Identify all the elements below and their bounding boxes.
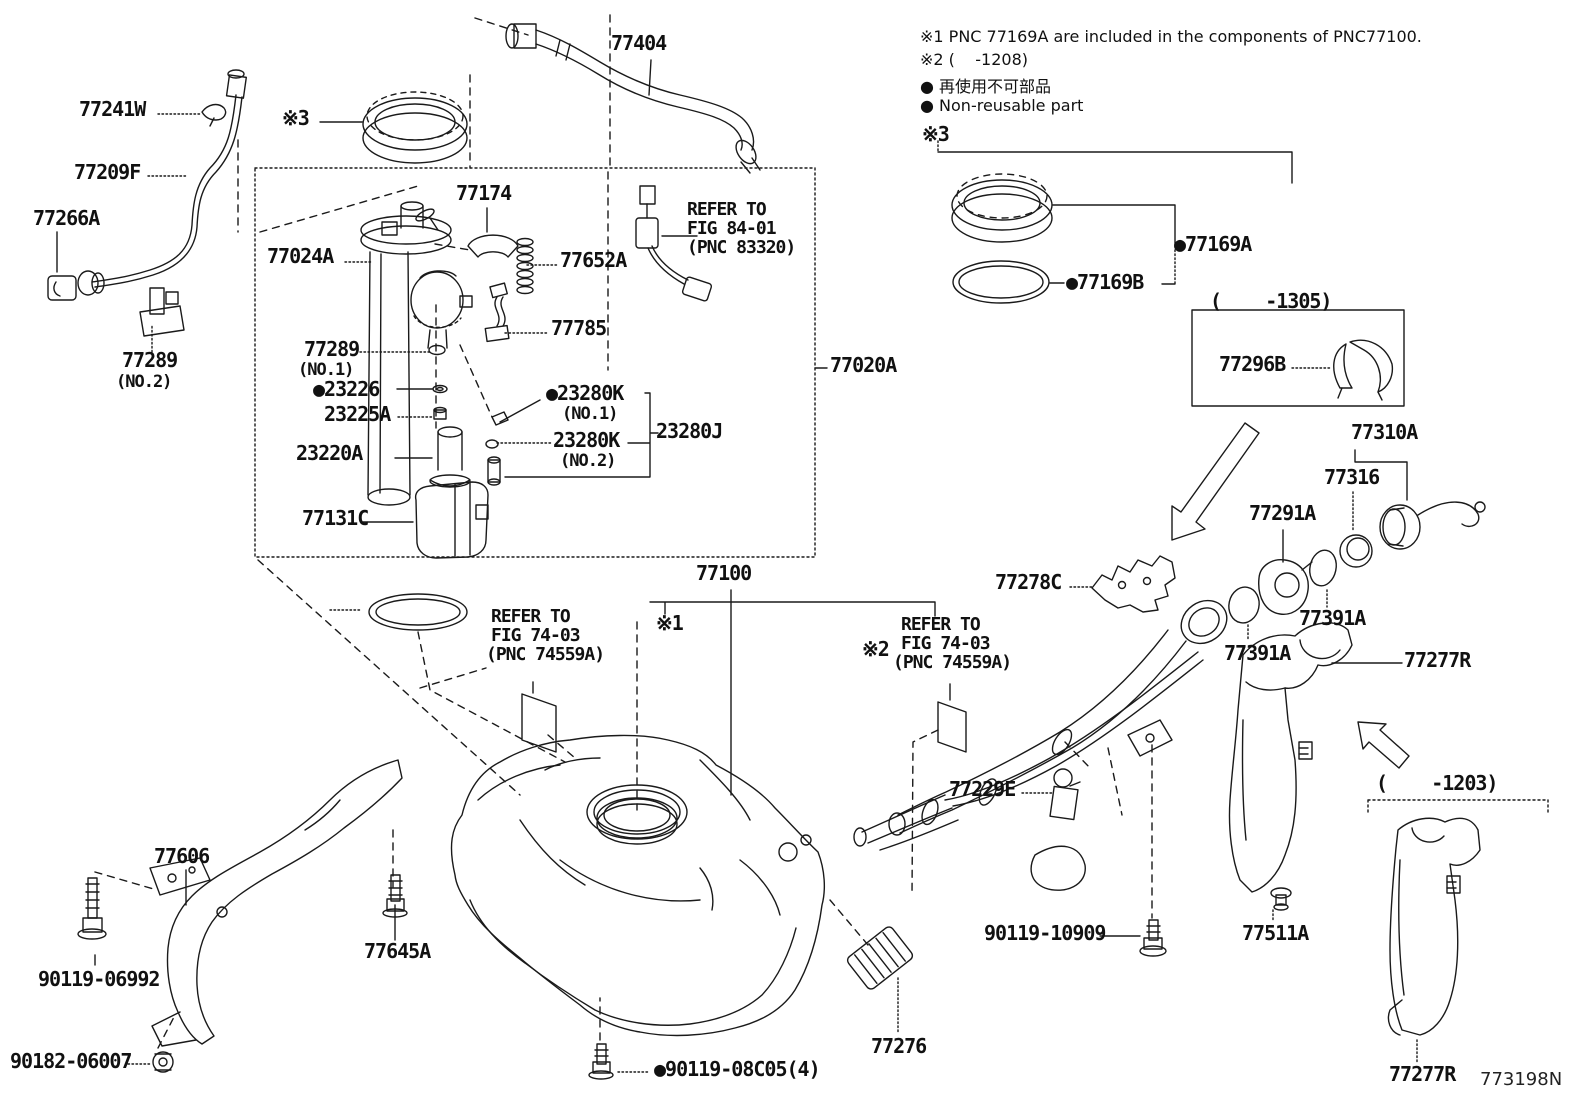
part-label-77229E: 77229E xyxy=(949,777,1016,801)
part-label-23220A: 23220A xyxy=(296,441,363,465)
filler-pipe-assembly xyxy=(853,501,1486,891)
diagram-id: 773198N xyxy=(1480,1069,1563,1090)
ref-fig7403a-line2: FIG 74-03 xyxy=(491,625,581,646)
note-non-reusable-en: ● Non-reusable part xyxy=(920,96,1084,115)
symbol-2: ※2 xyxy=(862,637,890,661)
part-label-77209F: 77209F xyxy=(74,160,141,184)
part-label-77645A: 77645A xyxy=(364,939,431,963)
part-label-77785: 77785 xyxy=(551,316,607,340)
fuel-sender-unit xyxy=(635,185,713,302)
part-label-77289-no2: 77289 xyxy=(122,348,178,372)
lock-ring-right xyxy=(951,173,1053,304)
part-label-77316: 77316 xyxy=(1324,465,1380,489)
fuel-pump-module xyxy=(360,185,713,559)
ref-fig7403b-line3: (PNC 74559A) xyxy=(893,652,1012,673)
part-label-77310A: 77310A xyxy=(1351,420,1418,444)
note-1: ※1 PNC 77169A are included in the compon… xyxy=(920,27,1422,46)
wire-77785 xyxy=(484,282,510,343)
small-parts-column xyxy=(414,344,509,559)
clip-77229E xyxy=(1049,768,1081,821)
heat-shield-upper xyxy=(1228,622,1353,911)
ref-fig8401-line1: REFER TO xyxy=(687,199,767,220)
part-label-77277R-2: 77277R xyxy=(1389,1062,1456,1086)
part-sub-23280K-no2: (NO.2) xyxy=(560,451,616,471)
tube-77404 xyxy=(505,23,761,174)
part-label-90119-10909: 90119-10909 xyxy=(984,921,1106,945)
part-label-77024A: 77024A xyxy=(267,244,334,268)
part-label-77174: 77174 xyxy=(456,181,512,205)
part-label-77391A-1: 77391A xyxy=(1299,606,1366,630)
ref-fig7403b-line2: FIG 74-03 xyxy=(901,633,991,654)
construction-lines xyxy=(94,14,1153,1049)
tank-band-77606 xyxy=(149,759,403,1047)
part-label-77266A: 77266A xyxy=(33,206,100,230)
clamp-77296B xyxy=(1333,339,1394,401)
ref-fig8401-line3: (PNC 83320) xyxy=(687,237,796,258)
part-label-77404: 77404 xyxy=(611,31,667,55)
direction-arrows xyxy=(1171,422,1410,769)
part-label-90119-06992: 90119-06992 xyxy=(38,967,160,991)
part-label-77169A: ●77169A xyxy=(1174,232,1252,256)
lock-ring-top xyxy=(362,91,468,164)
gasket-ring-left xyxy=(368,593,468,631)
ref-fig7403a-line1: REFER TO xyxy=(491,606,571,627)
spring-77652A xyxy=(516,237,534,295)
part-label-23280J: 23280J xyxy=(656,419,723,443)
symbol-3-right: ※3 xyxy=(922,122,950,146)
band-fasteners xyxy=(77,874,408,1073)
range-1305: ( -1305) xyxy=(1210,289,1332,313)
part-label-23225A: 23225A xyxy=(324,402,391,426)
part-label-77606: 77606 xyxy=(154,844,210,868)
ref-fig8401-line2: FIG 84-01 xyxy=(687,218,777,239)
part-sub-23280K-no1: (NO.1) xyxy=(562,404,618,424)
symbol-1: ※1 xyxy=(656,611,684,635)
part-label-77652A: 77652A xyxy=(560,248,627,272)
symbol-3-top: ※3 xyxy=(282,106,310,130)
group-boxes xyxy=(254,167,1549,813)
part-label-77100: 77100 xyxy=(696,561,752,585)
part-label-77278C: 77278C xyxy=(995,570,1062,594)
part-label-77276: 77276 xyxy=(871,1034,927,1058)
part-label-77291A: 77291A xyxy=(1249,501,1316,525)
harness-77209F xyxy=(47,69,248,337)
part-label-77391A-2: 77391A xyxy=(1224,641,1291,665)
part-label-77169B: ●77169B xyxy=(1066,270,1144,294)
part-label-23280K-no1: ●23280K xyxy=(546,381,624,405)
ref-fig7403b-line1: REFER TO xyxy=(901,614,981,635)
note-non-reusable-jp: ● 再使用不可部品 xyxy=(920,77,1052,96)
part-label-77289-no1: 77289 xyxy=(304,337,360,361)
part-label-23280K-no2: 23280K xyxy=(553,428,620,452)
part-sub-77289-no2: (NO.2) xyxy=(116,372,172,392)
part-label-77296B: 77296B xyxy=(1219,352,1286,376)
part-sub-77289-no1: (NO.1) xyxy=(298,360,354,380)
part-label-90119-08C05: ●90119-08C05(4) xyxy=(654,1057,821,1081)
part-label-77511A: 77511A xyxy=(1242,921,1309,945)
note-2: ※2 ( -1208) xyxy=(920,50,1028,69)
heat-shield-lower xyxy=(1387,817,1481,1036)
part-label-90182-06007: 90182-06007 xyxy=(10,1049,132,1073)
part-label-77241W: 77241W xyxy=(79,97,146,121)
part-label-23226: ●23226 xyxy=(313,377,380,401)
refer-plates xyxy=(521,693,967,753)
misc-fasteners xyxy=(588,919,1167,1080)
ref-fig7403a-line3: (PNC 74559A) xyxy=(486,644,605,665)
part-label-77277R-1: 77277R xyxy=(1404,648,1471,672)
part-label-77020A: 77020A xyxy=(830,353,897,377)
part-label-77131C: 77131C xyxy=(302,506,369,530)
fuel-tank xyxy=(450,734,826,1037)
range-1203: ( -1203) xyxy=(1376,771,1498,795)
